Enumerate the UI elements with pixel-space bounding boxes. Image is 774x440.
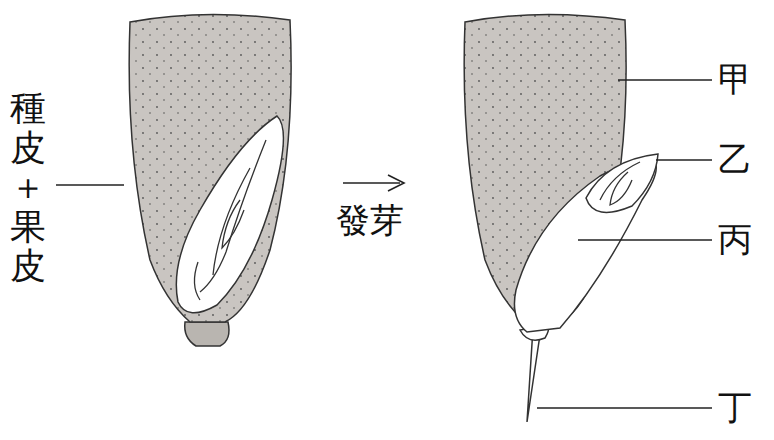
seed-before [129,14,291,346]
part-label: 丙 [718,222,752,256]
part-label: 甲 [718,62,752,96]
leader-lines [56,80,712,408]
germination-arrow [343,175,404,191]
seed-germinating [464,14,658,422]
part-label: 乙 [718,142,752,176]
part-label: 丁 [718,390,752,424]
process-label: 發芽 [336,203,404,237]
part-label: 種皮＋果皮 [10,88,46,286]
